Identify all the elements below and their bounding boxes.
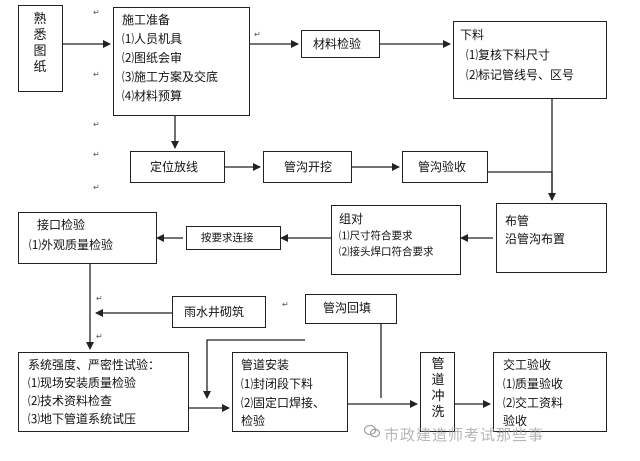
node-positioning-label: 定位放线 — [150, 160, 199, 174]
node-familiarize — [18, 5, 63, 92]
node-system-test — [18, 352, 189, 432]
node-material-check — [301, 30, 380, 58]
node-pipe-install-item-3: 检验 — [241, 414, 266, 428]
node-system-test-item-2: ⑵技术资料检查 — [28, 394, 113, 408]
node-positioning — [130, 151, 225, 183]
node-backfill-label: 管沟回填 — [323, 301, 372, 315]
arrow-accept-to-laypipe — [488, 171, 556, 201]
node-assembly — [331, 205, 461, 275]
node-trench-accept — [402, 151, 488, 183]
node-system-test-item-3: ⑶地下管道系统试压 — [28, 412, 137, 426]
node-manhole — [172, 296, 266, 328]
para-mark: ↵ — [93, 150, 100, 159]
node-pipe-install-title: 管道安装 — [241, 358, 290, 372]
node-flush — [420, 352, 455, 432]
node-connect-label: 按要求连接 — [201, 232, 254, 244]
wechat-icon — [364, 424, 380, 438]
para-mark: ↵ — [93, 70, 100, 79]
node-system-test-title: 系统强度、严密性试验： — [28, 358, 161, 372]
node-handover-item-2: ⑵交工资料 — [503, 396, 564, 410]
node-prep-item-4: ⑷材料预算 — [122, 89, 183, 103]
node-joint-check — [18, 212, 157, 264]
node-handover — [493, 352, 607, 432]
node-pipe-install-item-1: ⑴封闭段下料 — [241, 377, 314, 391]
node-prep-item-3: ⑶施工方案及交底 — [122, 70, 219, 84]
node-joint-check-title: 接口检验 — [37, 218, 86, 232]
para-mark: ↵ — [254, 30, 261, 39]
para-mark: ↵ — [96, 294, 103, 303]
node-material-check-label: 材料检验 — [313, 37, 362, 51]
node-cut — [453, 21, 607, 99]
node-joint-check-item: ⑴外观质量检验 — [29, 238, 114, 252]
node-lay-pipe-title: 布管 — [505, 214, 530, 228]
arrow-backfill-to-install — [203, 339, 305, 399]
node-assembly-item-1: ⑴尺寸符合要求 — [339, 230, 413, 242]
node-handover-item-1: ⑴质量验收 — [503, 377, 564, 391]
node-flush-label: 管道冲洗 — [431, 357, 445, 420]
node-pipe-install-item-2: ⑵固定口焊接、 — [241, 396, 326, 410]
node-connect — [186, 226, 281, 250]
node-prep-title: 施工准备 — [122, 13, 171, 27]
node-prep — [113, 7, 250, 116]
node-assembly-item-2: ⑵接头焊口符合要求 — [339, 246, 434, 258]
node-trench-dig-label: 管沟开挖 — [284, 160, 333, 174]
node-familiarize-label: 熟悉图纸 — [33, 12, 47, 75]
node-trench-accept-label: 管沟验收 — [418, 160, 467, 174]
node-pipe-install — [232, 352, 348, 432]
para-mark: ↵ — [282, 300, 289, 309]
para-mark: ↵ — [93, 183, 100, 192]
node-cut-title: 下料 — [460, 28, 485, 42]
node-trench-dig — [263, 151, 352, 183]
node-prep-item-2: ⑵图纸会审 — [122, 51, 183, 65]
para-mark: ↵ — [93, 120, 100, 129]
node-handover-title: 交工验收 — [503, 358, 552, 372]
para-mark: ↵ — [93, 8, 100, 17]
node-lay-pipe-item: 沿管沟布置 — [505, 232, 566, 246]
node-backfill — [305, 294, 397, 324]
node-assembly-title: 组对 — [339, 212, 364, 226]
node-prep-item-1: ⑴人员机具 — [122, 32, 183, 46]
node-handover-item-3: 验收 — [503, 414, 528, 428]
node-cut-item-1: ⑴复核下料尺寸 — [466, 48, 551, 62]
node-cut-item-2: ⑵标记管线号、区号 — [466, 68, 575, 82]
watermark-text: 市政建造师考试那些事 — [384, 426, 545, 444]
para-mark: ↵ — [96, 332, 103, 341]
node-lay-pipe — [496, 203, 607, 273]
node-system-test-item-1: ⑴现场安装质量检验 — [28, 376, 137, 390]
node-manhole-label: 雨水井砌筑 — [184, 305, 245, 319]
